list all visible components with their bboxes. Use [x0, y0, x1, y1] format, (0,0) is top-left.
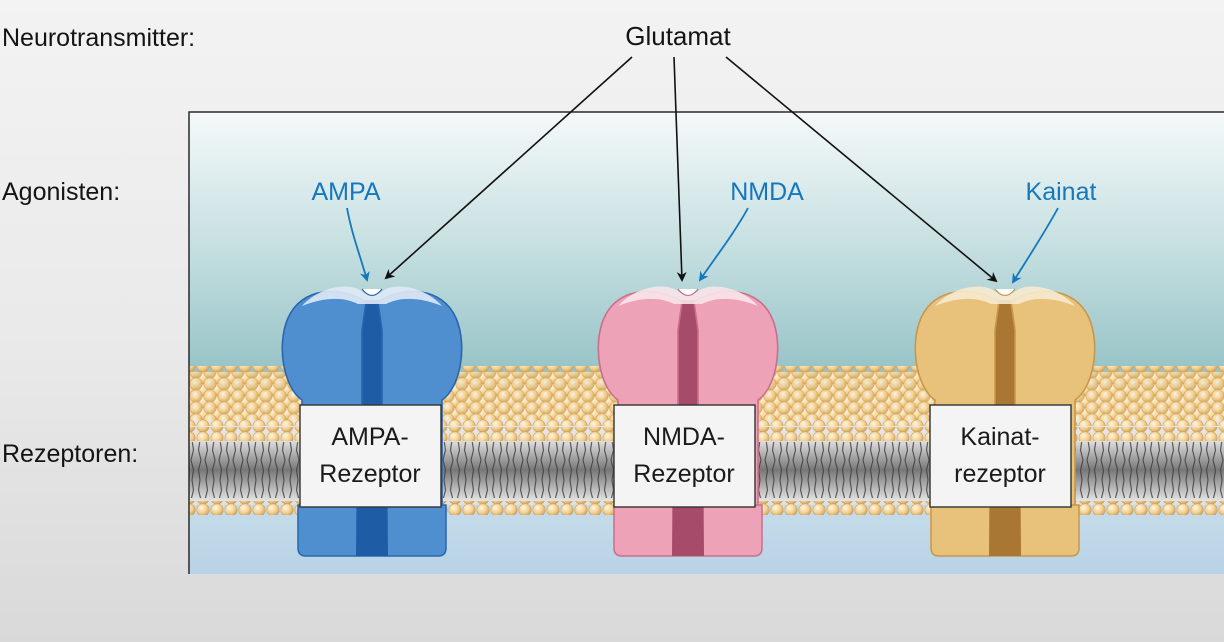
arrow-glutamate-to-nmda	[673, 56, 687, 282]
label-box-ampa: AMPA- Rezeptor	[299, 404, 442, 508]
receptor-kainat-cap	[935, 286, 1075, 306]
agonist-ampa-label: AMPA	[312, 178, 381, 206]
label-box-nmda: NMDA- Rezeptor	[613, 404, 756, 508]
agonist-nmda-label: NMDA	[730, 178, 804, 206]
glutamate-label: Glutamat	[625, 21, 731, 51]
receptor-ampa-binding-site	[361, 288, 383, 297]
receptor-kainat	[914, 286, 1096, 557]
arrow-glutamate-to-kainat	[725, 56, 998, 283]
arrow-nmda-agonist	[698, 207, 749, 282]
label-neurotransmitter: Neurotransmitter:	[2, 24, 195, 52]
agonist-arrows	[346, 207, 1059, 284]
panel-border	[188, 111, 1224, 574]
label-nmda-line1: NMDA-	[643, 423, 725, 451]
label-box-kainat: Kainat- rezeptor	[929, 404, 1072, 508]
receptor-nmda-cap	[618, 286, 758, 306]
label-nmda-line2: Rezeptor	[633, 460, 734, 488]
label-agonists: Agonisten:	[2, 178, 120, 206]
arrow-glutamate-to-ampa	[384, 56, 633, 280]
label-ampa-line2: Rezeptor	[319, 460, 420, 488]
receptor-kainat-binding-site	[994, 288, 1016, 297]
arrow-ampa-agonist	[346, 207, 370, 282]
receptor-nmda-binding-site	[677, 288, 699, 297]
agonist-kainat-label: Kainat	[1026, 178, 1097, 206]
receptor-ampa-cap	[302, 286, 442, 306]
arrow-kainat-agonist	[1011, 207, 1059, 284]
label-kainat-line2: rezeptor	[954, 460, 1046, 488]
label-ampa-line1: AMPA-	[331, 423, 408, 451]
label-receptors: Rezeptoren:	[2, 440, 138, 468]
label-kainat-line1: Kainat-	[960, 423, 1039, 451]
glutamate-arrows	[384, 56, 998, 283]
